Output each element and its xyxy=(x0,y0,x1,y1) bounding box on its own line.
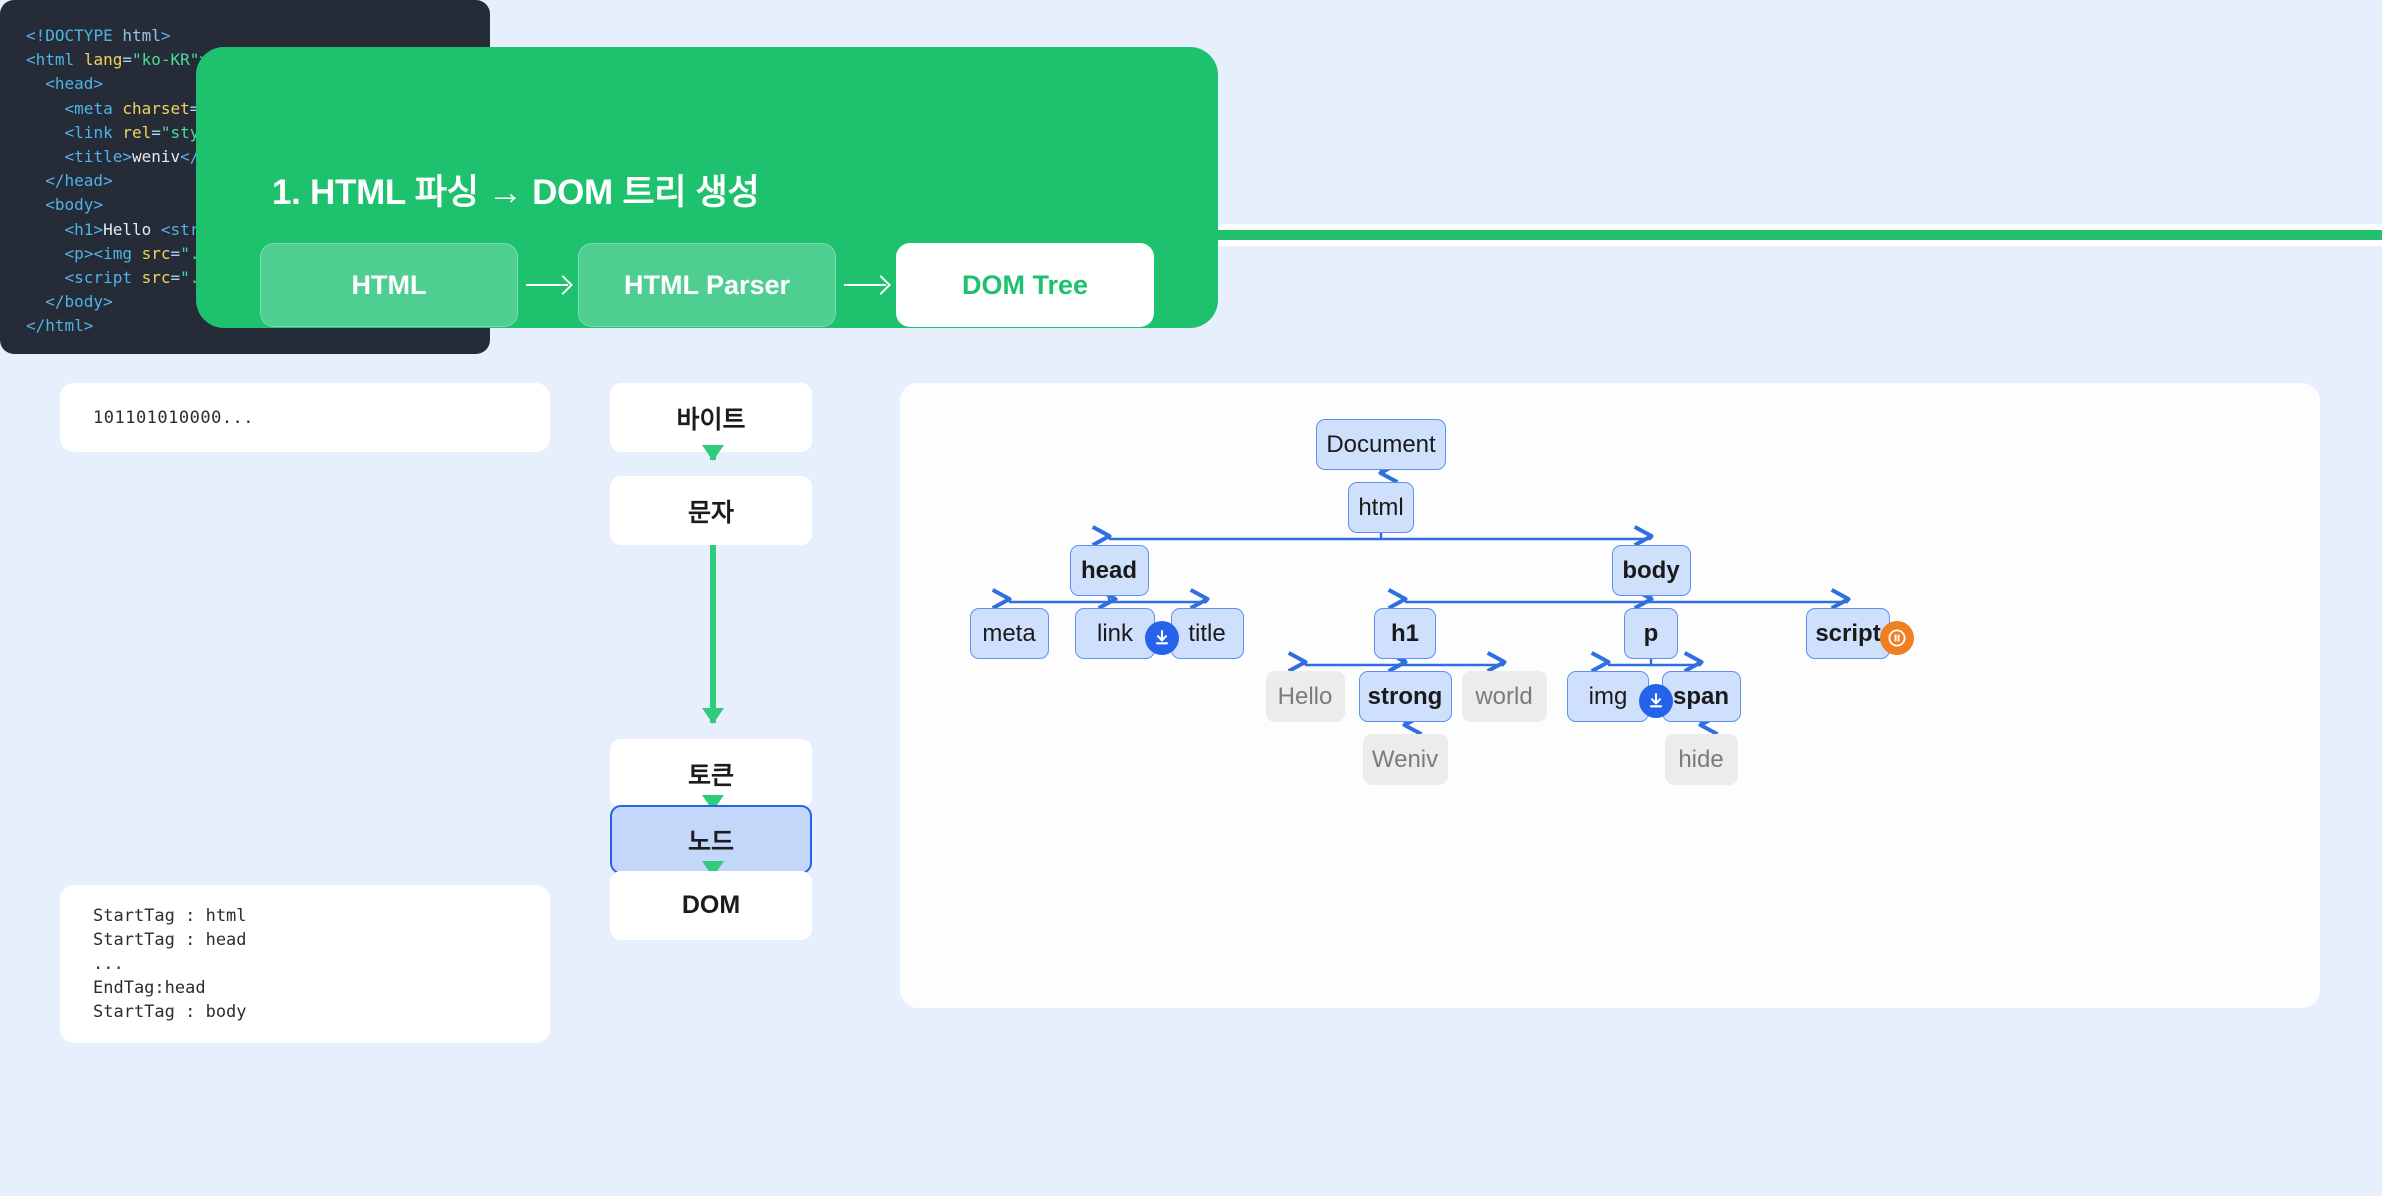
dom-node-label: link xyxy=(1096,619,1133,647)
dom-tree-edges xyxy=(900,383,2320,1008)
flow-step-html[interactable]: HTML xyxy=(260,243,518,327)
dom-node-p[interactable]: p xyxy=(1624,608,1678,659)
dom-tree-nodes: Document html head body meta link title h1 p scri… xyxy=(900,383,2320,1008)
pipeline-step-label: DOM xyxy=(681,891,741,919)
arrow-right-icon xyxy=(836,275,896,295)
dom-node-span[interactable]: span xyxy=(1661,671,1741,722)
dom-node-hello[interactable]: Hello xyxy=(1265,671,1345,722)
dom-node-h1[interactable]: h1 xyxy=(1374,608,1436,659)
dom-node-label: Weniv xyxy=(1371,745,1439,773)
bytes-panel: 101101010000... xyxy=(60,383,550,452)
dom-node-label: h1 xyxy=(1390,619,1419,647)
dom-node-label: head xyxy=(1081,556,1138,584)
dom-node-label: strong xyxy=(1367,682,1443,710)
header-accent-line xyxy=(1190,224,2382,246)
dom-node-label: html xyxy=(1358,493,1404,521)
dom-node-label: script xyxy=(1815,619,1881,647)
dom-node-title[interactable]: title xyxy=(1170,608,1244,659)
dom-node-meta[interactable]: meta xyxy=(969,608,1049,659)
header-flow-diagram: HTML HTML Parser DOM Tree xyxy=(260,243,1154,327)
dom-node-label: span xyxy=(1673,682,1730,710)
dom-node-label: hide xyxy=(1678,745,1724,773)
dom-node-label: Document xyxy=(1326,430,1436,458)
flow-step-dom-tree[interactable]: DOM Tree xyxy=(896,243,1154,327)
download-icon[interactable] xyxy=(1639,684,1673,718)
bytes-value: 101101010000... xyxy=(93,407,255,428)
dom-node-html[interactable]: html xyxy=(1348,482,1414,533)
token-panel: StartTag : html StartTag : head ... EndT… xyxy=(60,885,550,1043)
dom-tree-panel: Document html head body meta link title h1 p scri… xyxy=(900,383,2320,1008)
dom-node-label: body xyxy=(1622,556,1680,584)
pipeline-step-label: 토큰 xyxy=(687,761,734,790)
dom-node-label: world xyxy=(1475,682,1533,710)
pipeline-step-label: 문자 xyxy=(687,498,734,527)
pipeline-step-5[interactable]: DOM xyxy=(610,871,812,940)
dom-node-label: img xyxy=(1588,682,1628,710)
token-list: StartTag : html StartTag : head ... EndT… xyxy=(93,906,247,1022)
dom-node-label: title xyxy=(1188,619,1226,647)
dom-node-hide[interactable]: hide xyxy=(1664,734,1738,785)
dom-node-weniv[interactable]: Weniv xyxy=(1362,734,1448,785)
download-icon[interactable] xyxy=(1145,621,1179,655)
dom-node-head[interactable]: head xyxy=(1069,545,1149,596)
flow-step-html-parser[interactable]: HTML Parser xyxy=(578,243,836,327)
dom-node-link[interactable]: link xyxy=(1075,608,1155,659)
dom-node-body[interactable]: body xyxy=(1611,545,1691,596)
dom-node-world[interactable]: world xyxy=(1461,671,1547,722)
dom-node-label: Hello xyxy=(1277,682,1333,710)
pause-icon[interactable] xyxy=(1880,621,1914,655)
arrow-down-icon xyxy=(702,545,724,724)
header-card: 1. HTML 파싱 → DOM 트리 생성 HTML HTML Parser … xyxy=(196,47,1218,328)
dom-node-strong[interactable]: strong xyxy=(1358,671,1452,722)
pipeline-step-2[interactable]: 문자 xyxy=(610,476,812,545)
pipeline-step-label: 노드 xyxy=(687,827,734,856)
arrow-down-icon xyxy=(702,445,724,461)
pipeline-step-1[interactable]: 바이트 xyxy=(610,383,812,452)
arrow-right-icon xyxy=(518,275,578,295)
dom-node-document[interactable]: Document xyxy=(1316,419,1446,470)
dom-node-script[interactable]: script xyxy=(1806,608,1890,659)
page-title: 1. HTML 파싱 → DOM 트리 생성 xyxy=(272,173,760,212)
pipeline-step-label: 바이트 xyxy=(676,405,746,434)
dom-node-label: p xyxy=(1643,619,1659,647)
dom-node-label: meta xyxy=(982,619,1036,647)
dom-node-img[interactable]: img xyxy=(1567,671,1649,722)
